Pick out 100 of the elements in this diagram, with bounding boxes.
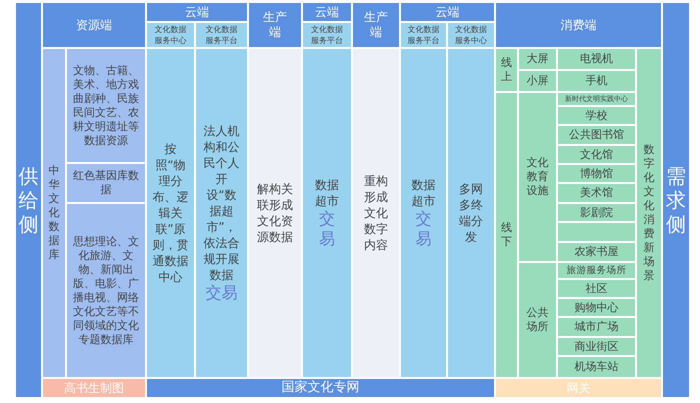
cell-text: 学校	[586, 108, 608, 122]
cloud-column	[302, 48, 352, 378]
resource-cell	[42, 48, 66, 378]
consumer-cell	[557, 203, 636, 222]
cell-text: 文化数据服务中心	[454, 24, 488, 46]
consumer-cell	[557, 262, 636, 279]
consumer-cell	[557, 337, 636, 356]
cell-text: 数据超市	[410, 177, 436, 209]
consumer-cell	[518, 262, 557, 378]
consumer-cell	[557, 298, 636, 317]
cell-text: 生产端	[363, 10, 389, 40]
consumer-cell	[557, 106, 636, 125]
resource-cell	[66, 48, 146, 163]
cell-text: 社区	[586, 282, 608, 296]
cell-text: 文化馆	[580, 148, 613, 162]
consumer-cell	[518, 48, 557, 70]
cell-text: 文化数据服务中心	[154, 24, 188, 46]
cell-text: 商业街区	[574, 340, 618, 354]
header-cell	[42, 2, 146, 48]
cell-text: 线下	[500, 221, 512, 249]
cell-text: 云端	[185, 4, 209, 20]
cell-text: 农家书屋	[574, 245, 618, 259]
side-band	[15, 2, 42, 398]
subheader-cell	[447, 22, 495, 48]
consumer-cell	[557, 164, 636, 183]
consumer-cell	[557, 222, 636, 242]
cell-text: 美术馆	[580, 186, 613, 200]
cell-text: 数据超市	[314, 177, 340, 209]
cloud-column	[400, 48, 447, 378]
cell-text: 旅游服务场所	[566, 264, 626, 278]
cell-text: 机场车站	[574, 360, 618, 374]
cell-text: 电视机	[580, 52, 613, 66]
footer-band	[42, 378, 146, 398]
cell-text: 资源端	[76, 18, 112, 32]
cloud-column	[195, 48, 248, 378]
consumer-cell	[518, 70, 557, 92]
consumer-cell	[518, 92, 557, 262]
cloud-column	[146, 48, 195, 378]
highlight-text: 交易	[204, 283, 238, 303]
consumer-cell	[557, 356, 636, 378]
cell-text: 公共场所	[526, 306, 550, 334]
subheader-cell	[146, 22, 195, 48]
cell-text: 需求侧	[666, 164, 686, 236]
cell-text: 国家文化专网	[282, 380, 360, 396]
resource-cell	[66, 203, 146, 378]
cell-text: 红色基因库数据	[72, 169, 140, 197]
gateway-band	[495, 378, 662, 398]
cell-text: 文化数据服务平台	[310, 24, 344, 46]
network-band	[146, 378, 495, 398]
cell-text: 思想理论、文化旅游、文物、新闻出版、电影、广播电视、网络文化文艺等不同领域的文化专题数据库	[72, 234, 140, 346]
subheader-cell	[400, 22, 447, 48]
cell-text: 高书生制图	[64, 380, 124, 396]
cell-text: 影剧院	[580, 206, 613, 220]
cell-text: 线上	[500, 56, 512, 84]
consumer-cell	[557, 48, 636, 70]
cell-text: 手机	[586, 74, 608, 88]
cell-text: 文化教育设施	[526, 156, 550, 198]
cell-text: 按照“物理分布、逻辑关联”原则，贯通数据中心	[152, 141, 190, 285]
cell-text: 生产端	[262, 10, 288, 40]
header-cell	[146, 2, 248, 22]
cell-text: 小屏	[526, 74, 548, 88]
cell-text: 法人机构和公民个人开设“数据超市”，依法合规开展数据	[202, 123, 240, 283]
consumer-cell	[557, 92, 636, 106]
consumer-cell	[495, 48, 518, 92]
cell-text: 数字化文化消费新场景	[643, 143, 655, 283]
header-cell	[302, 2, 352, 22]
consumer-cell	[495, 92, 518, 378]
consumer-cell	[557, 70, 636, 92]
consumer-cell	[557, 183, 636, 203]
consumer-cell	[557, 242, 636, 262]
cell-text: 多网多终端分发	[458, 181, 484, 245]
cell-text: 大屏	[526, 52, 548, 66]
cell-text: 解构关联形成文化资源数据	[256, 181, 294, 245]
cell-text: 重构形成文化数字内容	[363, 173, 389, 253]
cell-text: 文物、古籍、美术、地方戏曲剧种、民族民间文艺、农耕文明遗址等数据资源	[72, 64, 140, 148]
cell-text: 购物中心	[574, 300, 618, 314]
cell-text: 网关	[566, 380, 590, 396]
cell-text: 云端	[436, 4, 460, 20]
cell-text: 公共图书馆	[569, 128, 624, 142]
cloud-column	[447, 48, 495, 378]
production-column	[352, 48, 400, 378]
consumer-cell	[557, 125, 636, 145]
cell-text: 博物馆	[580, 166, 613, 180]
cell-text: 城市广场	[574, 320, 618, 334]
consumer-cell	[557, 279, 636, 298]
cell-text: 中华文化数据库	[48, 164, 60, 262]
consumer-cell	[557, 145, 636, 164]
consumer-cell	[557, 317, 636, 337]
resource-cell	[66, 163, 146, 203]
header-cell	[248, 2, 302, 48]
cell-text: 云端	[315, 4, 339, 20]
cell-text: 文化数据服务平台	[204, 24, 238, 46]
side-band	[662, 2, 690, 398]
highlight-text: 交易	[318, 209, 336, 249]
header-cell	[495, 2, 662, 48]
production-column	[248, 48, 302, 378]
cell-text: 文化数据服务平台	[406, 24, 440, 46]
consumer-cell	[636, 48, 662, 378]
cell-text: 供给侧	[18, 164, 38, 236]
highlight-text: 交易	[414, 209, 432, 249]
